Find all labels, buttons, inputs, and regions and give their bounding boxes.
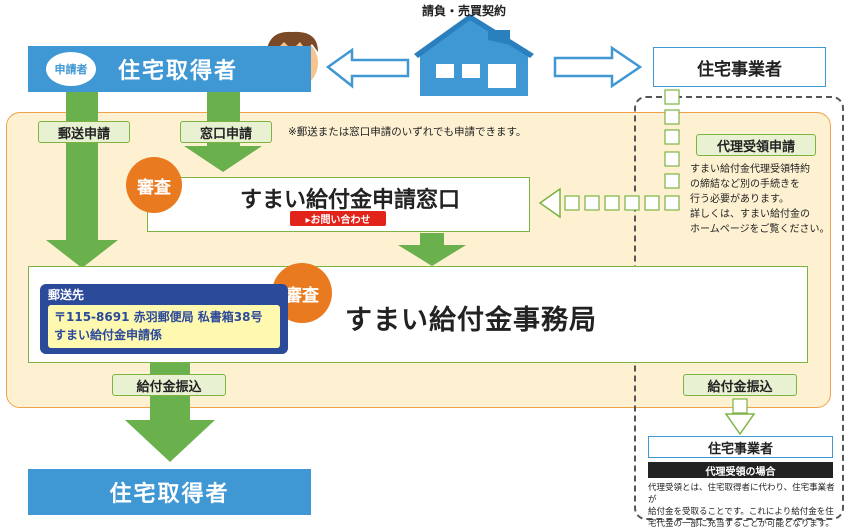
transfer-label-left: 給付金振込 bbox=[112, 374, 226, 396]
arrow-window-to-office bbox=[398, 233, 466, 266]
applicant-bar: 申請者 住宅取得者 bbox=[28, 46, 311, 92]
house-icon bbox=[414, 14, 534, 96]
agent-desc-line: 詳しくは、すまい給付金の bbox=[690, 209, 810, 220]
agent-case-desc-line: 宅代金の一部に充当することが可能となります。 bbox=[648, 519, 834, 529]
window-route-label: 窓口申請 bbox=[180, 121, 272, 143]
mailing-address-inner: 〒115-8691 赤羽郵便局 私書箱38号 すまい給付金申請係 bbox=[48, 305, 280, 348]
agent-path-squares bbox=[564, 89, 748, 414]
applicant-label: 住宅取得者 bbox=[118, 59, 239, 84]
agent-desc-line: ホームページをご覧ください。 bbox=[690, 224, 830, 235]
applicant-badge: 申請者 bbox=[46, 52, 96, 86]
window-box-title: すまい給付金申請窓口 bbox=[239, 188, 460, 213]
agent-desc-line: すまい給付金代理受領特約 bbox=[690, 164, 810, 175]
mailing-address-line2: すまい給付金申請係 bbox=[54, 328, 163, 342]
mailing-address-line1: 〒115-8691 赤羽郵便局 私書箱38号 bbox=[54, 310, 263, 324]
agent-case-description: 代理受領とは、住宅取得者に代わり、住宅事業者が 給付金を受取ることです。これによ… bbox=[648, 482, 840, 530]
agent-arrow-head-down bbox=[724, 413, 756, 436]
agent-desc-line: の締結など別の手続きを bbox=[690, 179, 800, 190]
route-note: ※郵送または窓口申請のいずれでも申請できます。 bbox=[288, 126, 527, 138]
arrow-contract-left bbox=[325, 47, 410, 89]
mail-route-label: 郵送申請 bbox=[38, 121, 130, 143]
agent-case-desc-line: 代理受領とは、住宅取得者に代わり、住宅事業者が bbox=[648, 483, 835, 505]
office-title: すまい給付金事務局 bbox=[345, 305, 597, 336]
contract-label: 請負・売買契約 bbox=[422, 4, 507, 18]
transfer-label-right: 給付金振込 bbox=[683, 374, 797, 396]
recipient-bar: 住宅取得者 bbox=[28, 469, 311, 515]
agent-desc-line: 行う必要があります。 bbox=[690, 194, 789, 205]
arrow-contract-right bbox=[553, 45, 643, 89]
agent-description: すまい給付金代理受領特約 の締結など別の手続きを 行う必要があります。 詳しくは… bbox=[690, 162, 830, 237]
mailing-tab: 郵送先 bbox=[48, 288, 85, 302]
agent-case-banner: 代理受領の場合 bbox=[648, 462, 833, 478]
business-box-bottom: 住宅事業者 bbox=[648, 436, 833, 458]
agent-application-label: 代理受領申請 bbox=[696, 134, 816, 156]
window-review-badge: 審査 bbox=[126, 157, 182, 213]
arrow-transfer-down bbox=[125, 362, 215, 462]
agent-arrow-head-left bbox=[538, 187, 561, 219]
arrow-mail-route bbox=[46, 92, 118, 268]
business-box-top: 住宅事業者 bbox=[653, 47, 826, 87]
contact-button[interactable]: ▸お問い合わせ bbox=[290, 211, 386, 226]
agent-case-desc-line: 給付金を受取ることです。これにより給付金を住 bbox=[648, 507, 834, 517]
